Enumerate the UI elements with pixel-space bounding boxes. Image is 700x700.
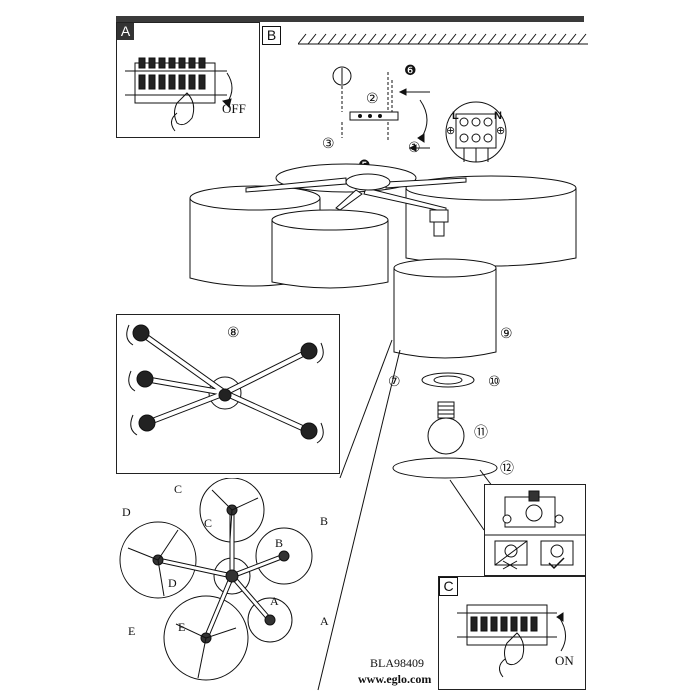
breaker-off-illustration xyxy=(125,57,233,132)
frame-rotation-illustration xyxy=(126,324,324,444)
step-6-label: ❻ xyxy=(404,63,417,79)
earth-symbol: ⊕ xyxy=(496,125,506,137)
off-label: OFF xyxy=(222,101,246,116)
step-2-label: ② xyxy=(366,91,379,107)
step-9-label: ⑨ xyxy=(500,326,513,342)
top-rule xyxy=(116,16,584,22)
shade-assembly-illustration xyxy=(393,258,497,388)
step-3-label: ③ xyxy=(322,136,335,152)
shade-label-e-inner: E xyxy=(178,620,186,634)
shade-label-c-top: C xyxy=(174,482,183,496)
shade-label-b-right: B xyxy=(320,514,329,528)
on-label: ON xyxy=(555,653,574,668)
breaker-on-illustration xyxy=(457,604,566,678)
panel-bulb-orientation xyxy=(484,484,586,576)
panel-c-tag: C xyxy=(439,577,458,596)
mounting-bracket-illustration xyxy=(332,66,430,152)
wire-live-label: L xyxy=(452,110,459,122)
step-12-label: ⑫ xyxy=(500,461,514,477)
terminal-block-illustration xyxy=(445,101,507,163)
shade-label-c-inner: C xyxy=(204,516,213,530)
shade-label-a-inner: A xyxy=(270,594,279,608)
step-11-label: ⑪ xyxy=(474,425,488,441)
panel-step-8: ⑧ xyxy=(116,314,340,474)
shade-label-b-inner: B xyxy=(275,536,284,550)
shade-label-e-left: E xyxy=(128,624,136,638)
panel-a: A O xyxy=(116,22,260,138)
luminaire-illustration xyxy=(189,163,577,289)
step-8-label: ⑧ xyxy=(227,325,240,341)
diffuser-disc-illustration xyxy=(392,457,498,479)
wire-neutral-label: N xyxy=(494,110,502,122)
panel-a-tag: A xyxy=(117,23,134,40)
panel-c: C ON xyxy=(438,576,586,690)
step-7-label: ⑦ xyxy=(388,374,401,390)
product-code: BLA98409 xyxy=(370,656,424,670)
bulb-illustration xyxy=(427,401,465,455)
step-1-label: ① xyxy=(408,140,421,156)
shade-label-d-left: D xyxy=(122,505,131,519)
bulb-orientation-illustration xyxy=(485,490,585,570)
step-10-label: ⑩ xyxy=(488,374,501,390)
shade-arrangement-illustration xyxy=(119,478,313,681)
ceiling-hatch xyxy=(298,33,588,45)
shade-label-d-inner: D xyxy=(168,576,177,590)
earth-symbol-left: ⊕ xyxy=(446,125,456,137)
website: www.eglo.com xyxy=(358,672,432,686)
panel-b-tag: B xyxy=(262,26,281,45)
shade-label-a-right: A xyxy=(320,614,329,628)
